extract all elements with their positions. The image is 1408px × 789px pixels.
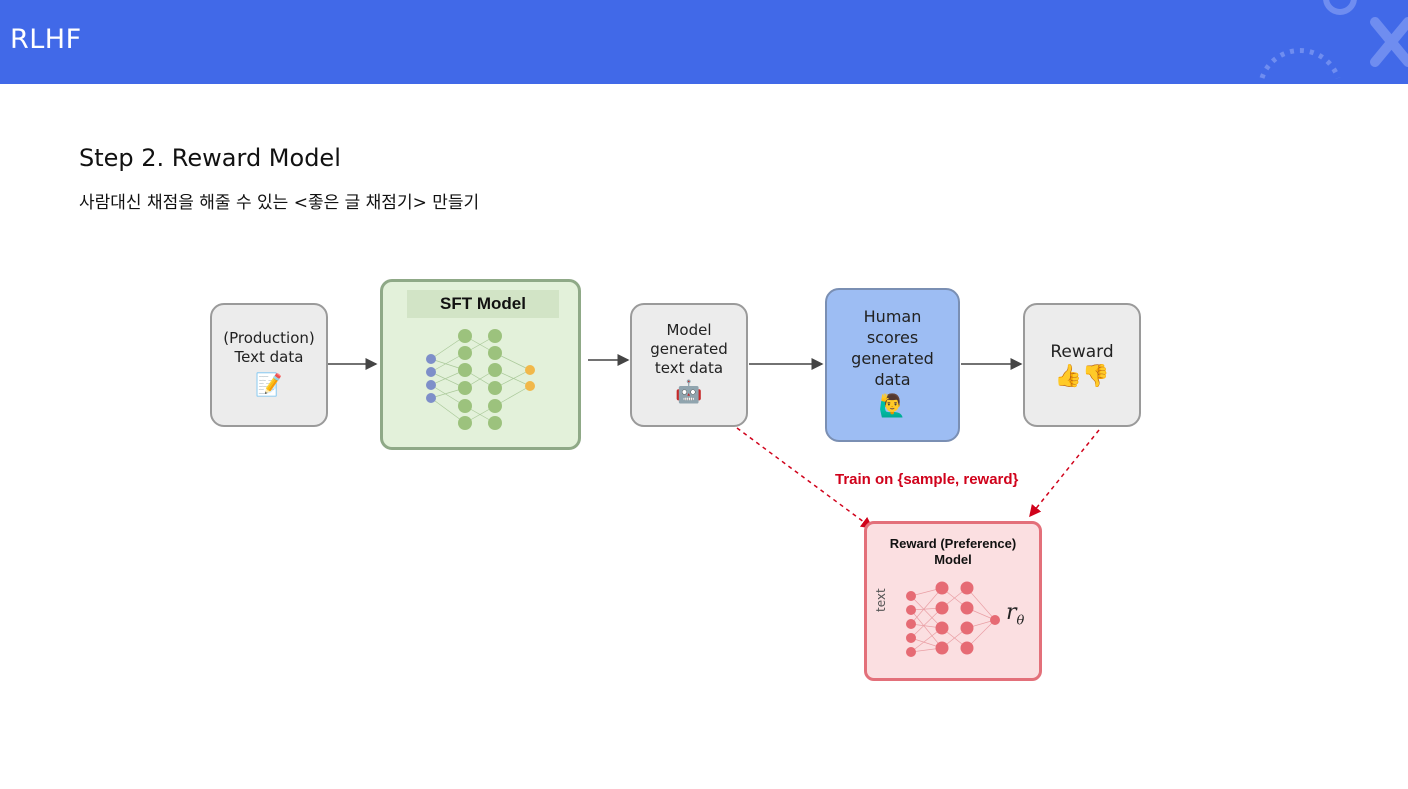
human-line4: data	[874, 370, 911, 389]
thumbs-icon: 👍👎	[1054, 364, 1110, 389]
step-subtitle: 사람대신 채점을 해줄 수 있는 <좋은 글 채점기> 만들기	[79, 193, 480, 213]
human-scores-node: Human scores generated data 🙋‍♂️	[825, 288, 960, 442]
sft-network-icon	[426, 329, 535, 430]
header-decoration-icon	[1259, 0, 1408, 79]
header-bar: RLHF	[0, 0, 1408, 84]
human-line2: scores	[866, 328, 919, 347]
person-raising-hand-icon: 🙋‍♂️	[878, 394, 907, 419]
pencil-paper-icon: 📝	[255, 373, 283, 398]
production-text-data-node: (Production) Text data 📝	[210, 303, 328, 427]
reward-output-symbol: rθ	[1006, 600, 1025, 629]
sft-model-title: SFT Model	[407, 290, 559, 318]
sft-model-node: SFT Model	[380, 279, 581, 450]
header-title: RLHF	[10, 24, 82, 55]
reward-model-input-label: text	[874, 588, 888, 612]
generated-line1: Model	[666, 321, 712, 339]
reward-network-icon	[906, 581, 1000, 657]
human-line3: generated	[851, 349, 934, 368]
production-line2: Text data	[234, 348, 304, 366]
reward-model-title-line1: Reward (Preference)	[889, 536, 1017, 551]
reward-model-title: Reward (Preference) Model	[867, 536, 1039, 568]
reward-model-title-line2: Model	[934, 552, 972, 567]
reward-preference-model-node: Reward (Preference) Model	[864, 521, 1042, 681]
reward-label: Reward	[1050, 342, 1114, 362]
train-on-label: Train on {sample, reward}	[835, 471, 1019, 488]
reward-node: Reward 👍👎	[1023, 303, 1141, 427]
generated-line3: text data	[654, 359, 724, 377]
robot-icon: 🤖	[675, 380, 703, 405]
step-title: Step 2. Reward Model	[79, 144, 341, 172]
generated-line2: generated	[650, 340, 728, 358]
production-line1: (Production)	[223, 329, 315, 347]
human-line1: Human	[863, 307, 922, 326]
generated-text-data-node: Model generated text data 🤖	[630, 303, 748, 427]
dashed-arrow-reward-to-rm	[1029, 429, 1100, 518]
